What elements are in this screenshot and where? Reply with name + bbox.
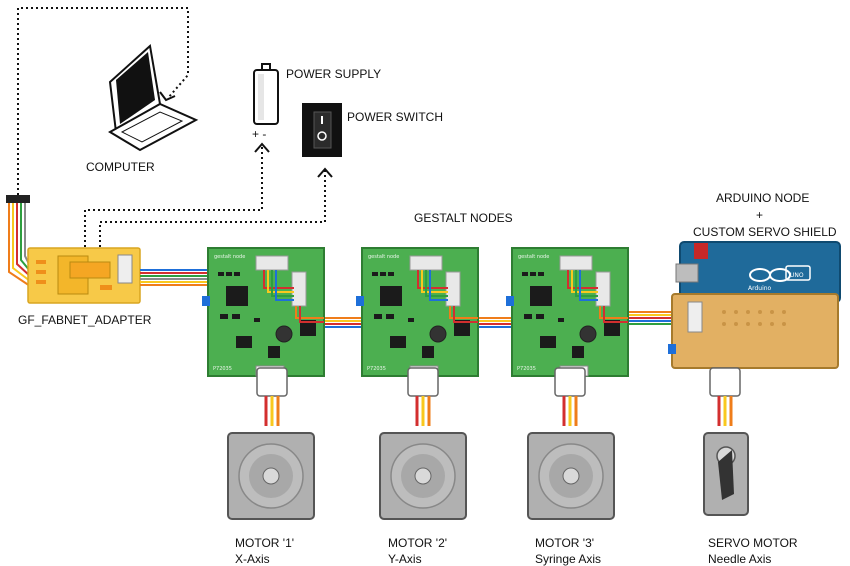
motor1-name: MOTOR '1'	[235, 536, 294, 550]
ribbon-connector	[6, 195, 31, 287]
stepper-motor-2	[379, 432, 467, 520]
motor1-axis: X-Axis	[235, 552, 270, 566]
motor2-axis: Y-Axis	[388, 552, 422, 566]
arduino-brand: Arduino	[748, 285, 772, 292]
servo-motor-icon	[703, 432, 749, 516]
motor-cable-3	[553, 366, 587, 428]
motor3-name: MOTOR '3'	[535, 536, 594, 550]
stepper-motor-3	[527, 432, 615, 520]
power-supply-label: POWER SUPPLY	[286, 67, 381, 81]
arduino-label-3: CUSTOM SERVO SHIELD	[693, 225, 837, 239]
servo-cable	[708, 366, 742, 428]
motor-cable-1	[255, 366, 289, 428]
arduino-label-2: +	[756, 208, 763, 222]
battery-terminals: + -	[252, 127, 266, 141]
motor2-name: MOTOR '2'	[388, 536, 447, 550]
motor3-axis: Syringe Axis	[535, 552, 601, 566]
gestalt-node-2	[355, 247, 479, 377]
arrow-power-supply	[254, 142, 270, 153]
arduino-label-1: ARDUINO NODE	[716, 191, 809, 205]
power-switch-icon	[302, 103, 342, 157]
arduino-board	[675, 241, 841, 303]
computer-link	[17, 7, 189, 195]
stepper-motor-1	[227, 432, 315, 520]
laptop-icon	[108, 44, 199, 152]
gestalt-nodes-label: GESTALT NODES	[414, 211, 513, 225]
fabnet-adapter-board	[27, 247, 141, 304]
node3-title: gestalt node	[518, 254, 549, 260]
node3-id: P72035	[517, 366, 536, 372]
motor-cable-2	[406, 366, 440, 428]
arrow-computer	[159, 91, 176, 102]
arrow-power-switch	[317, 167, 333, 178]
node1-id: P72035	[213, 366, 232, 372]
dotted-connections	[17, 7, 326, 262]
power-supply-link	[84, 145, 263, 262]
computer-label: COMPUTER	[86, 160, 155, 174]
node2-id: P72035	[367, 366, 386, 372]
gestalt-node-3	[505, 247, 629, 377]
power-switch-link	[99, 170, 326, 262]
power-switch-label: POWER SWITCH	[347, 110, 443, 124]
adapter-label: GF_FABNET_ADAPTER	[18, 313, 152, 327]
node1-title: gestalt node	[214, 254, 245, 260]
node2-title: gestalt node	[368, 254, 399, 260]
servo-axis: Needle Axis	[708, 552, 771, 566]
arduino-model: UNO	[790, 272, 804, 279]
battery-icon	[253, 63, 279, 125]
servo-name: SERVO MOTOR	[708, 536, 798, 550]
servo-shield	[668, 293, 839, 369]
gestalt-node-1	[201, 247, 325, 377]
